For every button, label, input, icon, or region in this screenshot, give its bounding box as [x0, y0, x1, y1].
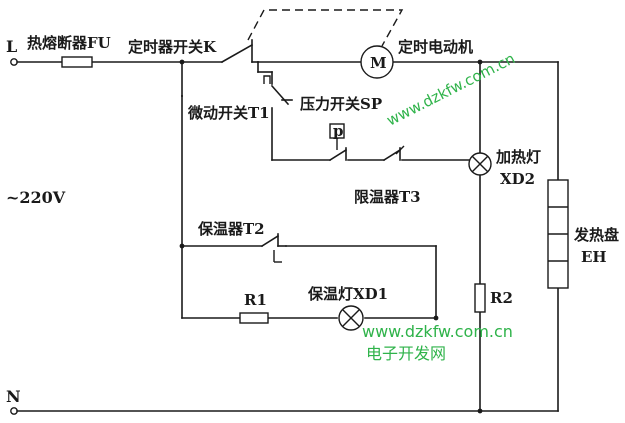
timer-switch-k: 定时器开关K — [128, 9, 404, 64]
heater-id: EH — [581, 248, 607, 266]
fuse-fu: 热熔断器FU — [27, 34, 111, 68]
timer-motor: M 定时电动机 — [360, 38, 473, 79]
terminal-l-label: L — [6, 37, 17, 56]
micro-switch-t1: 微动开关T1 — [181, 75, 293, 122]
micro-switch-label: 微动开关T1 — [187, 104, 270, 122]
limiter-label: 限温器T3 — [354, 188, 421, 206]
pressure-switch-sp: p 压力开关SP — [300, 95, 382, 162]
pressure-switch-label: 压力开关SP — [300, 95, 382, 113]
terminal-n: N — [6, 387, 21, 415]
timer-switch-label: 定时器开关K — [128, 38, 217, 56]
timer-motor-label: 定时电动机 — [398, 38, 473, 56]
terminal-n-label: N — [6, 387, 21, 406]
terminal-l: L — [6, 37, 18, 66]
motor-symbol: M — [370, 54, 387, 72]
warm-lamp-label: 保温灯XD1 — [307, 285, 388, 303]
heat-lamp-xd2: 加热灯 XD2 — [468, 148, 541, 188]
keep-warm-t2: 保温器T2 — [197, 220, 287, 263]
warm-lamp-xd1: 保温灯XD1 — [307, 285, 388, 331]
limiter-t3: 限温器T3 — [354, 145, 421, 206]
heat-lamp-id: XD2 — [500, 170, 535, 188]
watermark-name: 电子开发网 — [366, 344, 446, 363]
junction-dots — [179, 59, 483, 414]
pressure-symbol: p — [333, 122, 344, 140]
resistor-r1: R1 — [239, 291, 269, 324]
supply-voltage-label: ~220V — [6, 188, 66, 207]
heat-lamp-label: 加热灯 — [495, 148, 541, 166]
watermark-url: www.dzkfw.com.cn — [362, 322, 513, 341]
resistor-r2: R2 — [474, 283, 513, 313]
heater-eh: 发热盘 EH — [547, 179, 619, 289]
fuse-label: 热熔断器FU — [27, 34, 111, 52]
heater-label: 发热盘 — [573, 226, 619, 244]
resistor2-label: R2 — [490, 289, 513, 307]
keep-warm-label: 保温器T2 — [197, 220, 265, 238]
wires — [16, 61, 559, 412]
resistor1-label: R1 — [244, 291, 267, 309]
